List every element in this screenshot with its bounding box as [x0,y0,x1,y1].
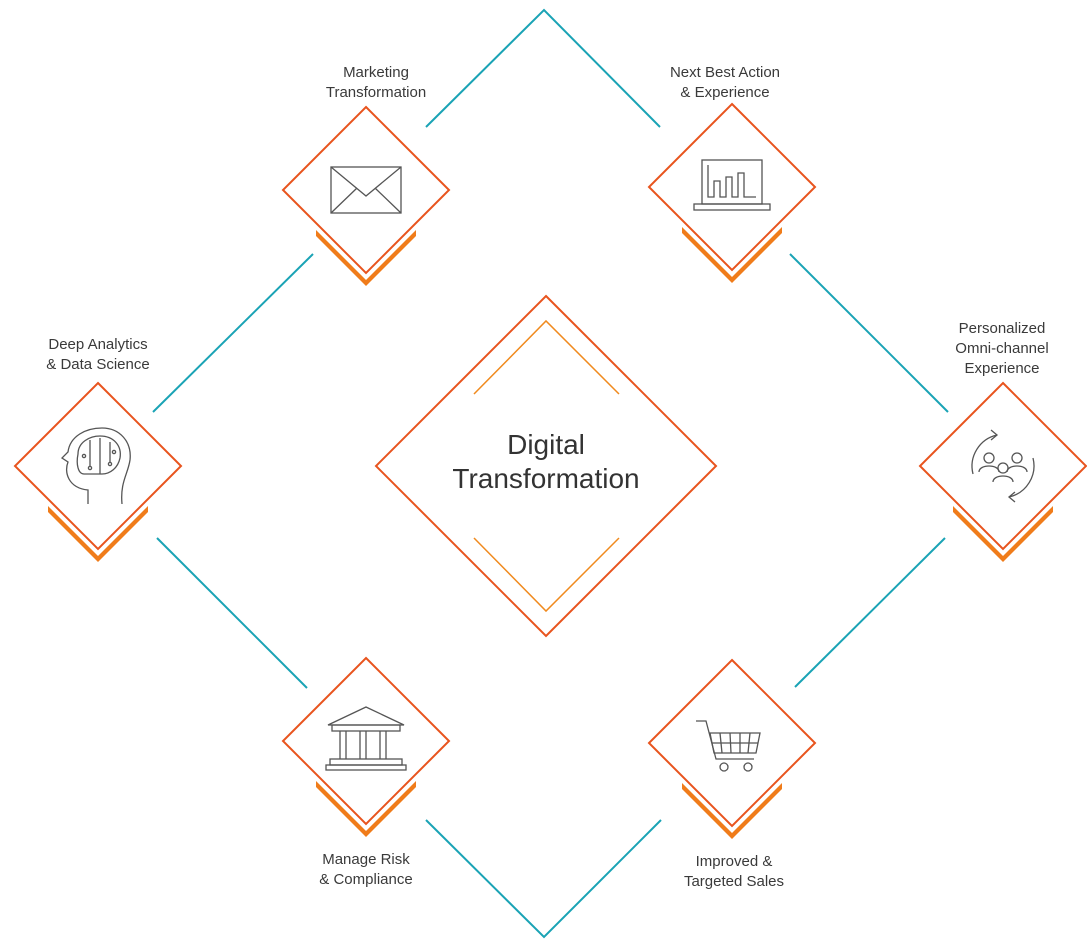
label-manage-risk: Manage Risk & Compliance [266,850,466,890]
node-next-best-action[interactable] [647,102,817,283]
node-personalized[interactable] [918,381,1087,562]
center-inner-accent-bottom [473,537,620,613]
label-manage-risk-line2: & Compliance [319,871,413,888]
node-personalized-diamond [918,381,1087,551]
label-personalized-line1: Personalized [958,320,1046,337]
bar-chart-icon [693,159,771,211]
center-inner-accent-top [473,319,620,395]
label-deep-analytics-line2: & Data Science [46,356,150,373]
node-marketing[interactable] [281,105,451,286]
label-improved-sales: Improved & Targeted Sales [634,852,834,892]
label-marketing: Marketing Transformation [276,63,476,103]
center-diamond [374,294,718,638]
shopping-cart-icon [696,720,761,772]
label-next-best-action: Next Best Action & Experience [625,63,825,103]
brain-head-icon [60,427,131,505]
center-title-line2: Transformation [452,463,640,494]
node-improved-sales[interactable] [647,658,817,839]
label-manage-risk-line1: Manage Risk [322,851,410,868]
label-improved-sales-line2: Targeted Sales [683,873,785,890]
connector-right-lower [794,537,946,688]
label-next-best-action-line1: Next Best Action [669,64,781,81]
center-title: Digital Transformation [396,428,696,496]
connector-top [425,8,661,128]
center-title-line1: Digital [507,429,585,460]
node-marketing-diamond [281,105,451,275]
connector-right-upper [789,253,949,413]
node-deep-analytics-diamond [13,381,183,551]
envelope-icon [330,166,402,214]
connector-lines [152,8,949,939]
label-next-best-action-line2: & Experience [680,84,770,101]
label-marketing-line1: Marketing [343,64,409,81]
people-cycle-icon [971,429,1035,503]
node-deep-analytics[interactable] [13,381,183,562]
label-marketing-line2: Transformation [325,84,427,101]
connector-bottom [425,819,662,939]
center-diamond-outline [374,294,718,638]
label-personalized-line3: Experience [964,360,1040,377]
label-personalized: Personalized Omni-channel Experience [902,319,1087,379]
label-improved-sales-line1: Improved & [695,853,773,870]
label-personalized-line2: Omni-channel [955,340,1049,357]
label-deep-analytics-line1: Deep Analytics [48,336,148,353]
node-manage-risk[interactable] [281,656,451,837]
bank-building-icon [325,706,407,771]
connector-left-upper [152,253,314,413]
connector-left-lower [156,537,308,689]
label-deep-analytics: Deep Analytics & Data Science [0,335,198,375]
